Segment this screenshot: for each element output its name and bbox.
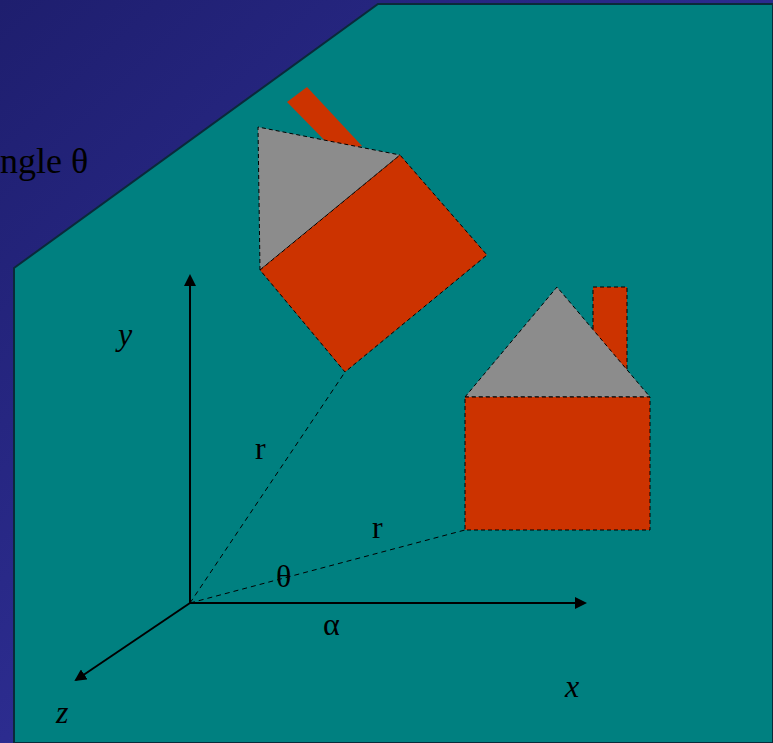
radius-line — [190, 530, 465, 603]
axis-label: y — [118, 318, 132, 350]
z-axis — [76, 603, 190, 680]
slide-title: ngle θ — [0, 143, 88, 179]
house-body — [465, 397, 650, 530]
axis-label: x — [565, 670, 579, 702]
radius-label: r — [255, 432, 266, 464]
roof — [465, 287, 650, 397]
axis-label: z — [56, 696, 68, 728]
y-axis — [189, 276, 191, 603]
angle-label: α — [323, 608, 340, 640]
rotated-house-body — [260, 155, 487, 372]
slide-panel — [14, 4, 773, 743]
x-axis — [190, 602, 585, 604]
angle-label: θ — [276, 560, 291, 592]
radius-label: r — [372, 511, 383, 543]
